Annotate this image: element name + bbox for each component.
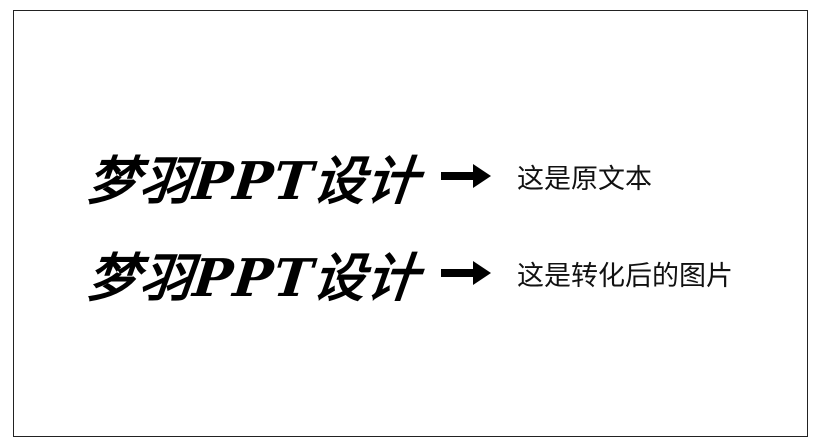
original-text-row: 梦羽PPT设计 这是原文本 xyxy=(84,136,652,216)
brush-text-original: 梦羽PPT设计 xyxy=(84,150,423,212)
original-text-label: 这是原文本 xyxy=(517,163,652,195)
brush-text-image: 梦羽PPT设计 xyxy=(84,247,423,309)
converted-image-row: 梦羽PPT设计 这是转化后的图片 xyxy=(84,233,733,313)
converted-image-label: 这是转化后的图片 xyxy=(517,260,733,292)
right-arrow-icon xyxy=(441,261,491,285)
slide-frame xyxy=(13,10,808,437)
right-arrow-icon xyxy=(441,164,491,188)
